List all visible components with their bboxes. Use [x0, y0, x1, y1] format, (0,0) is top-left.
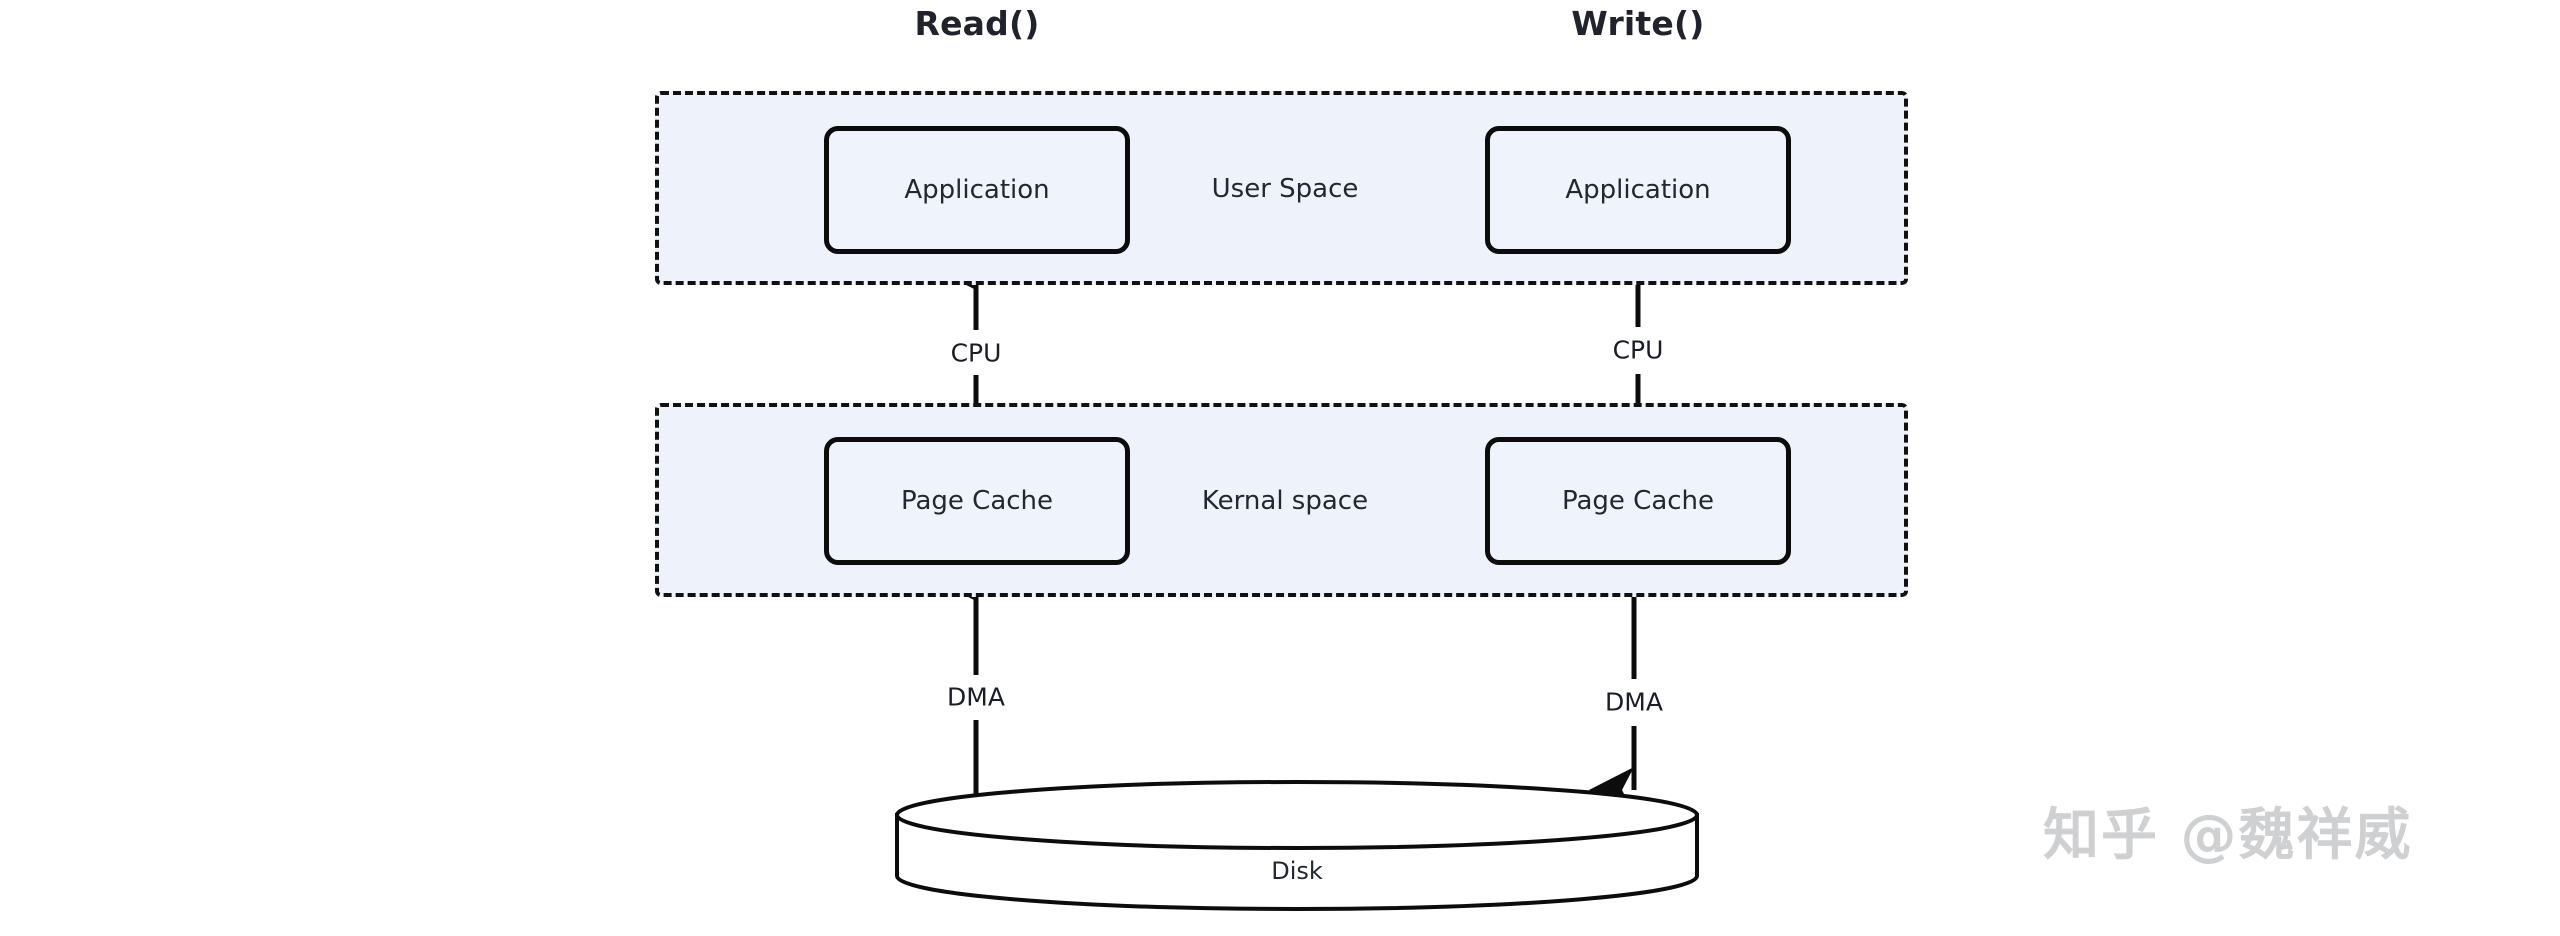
- edge-label-dma-read: DMA: [940, 682, 1012, 712]
- column-title-write: Write(): [1571, 4, 1705, 43]
- node-application-write[interactable]: Application: [1485, 126, 1791, 254]
- watermark: 知乎 @魏祥威: [2043, 803, 2413, 868]
- zone-label-kernal-space: Kernal space: [1201, 486, 1369, 516]
- node-label-application-read: Application: [904, 175, 1050, 205]
- node-label-page-cache-read: Page Cache: [900, 486, 1054, 516]
- node-label-page-cache-write: Page Cache: [1561, 486, 1715, 516]
- edge-label-cpu-write: CPU: [1605, 335, 1671, 365]
- node-label-application-write: Application: [1565, 175, 1711, 205]
- edge-label-dma-write: DMA: [1598, 687, 1670, 717]
- edge-label-cpu-read: CPU: [943, 338, 1009, 368]
- node-application-read[interactable]: Application: [824, 126, 1130, 254]
- disk-cylinder: [895, 780, 1699, 911]
- node-page-cache-read[interactable]: Page Cache: [824, 437, 1130, 565]
- node-label-disk: Disk: [1271, 857, 1323, 885]
- column-title-read: Read(): [914, 4, 1040, 43]
- zone-label-user-space: User Space: [1211, 174, 1359, 204]
- node-page-cache-write[interactable]: Page Cache: [1485, 437, 1791, 565]
